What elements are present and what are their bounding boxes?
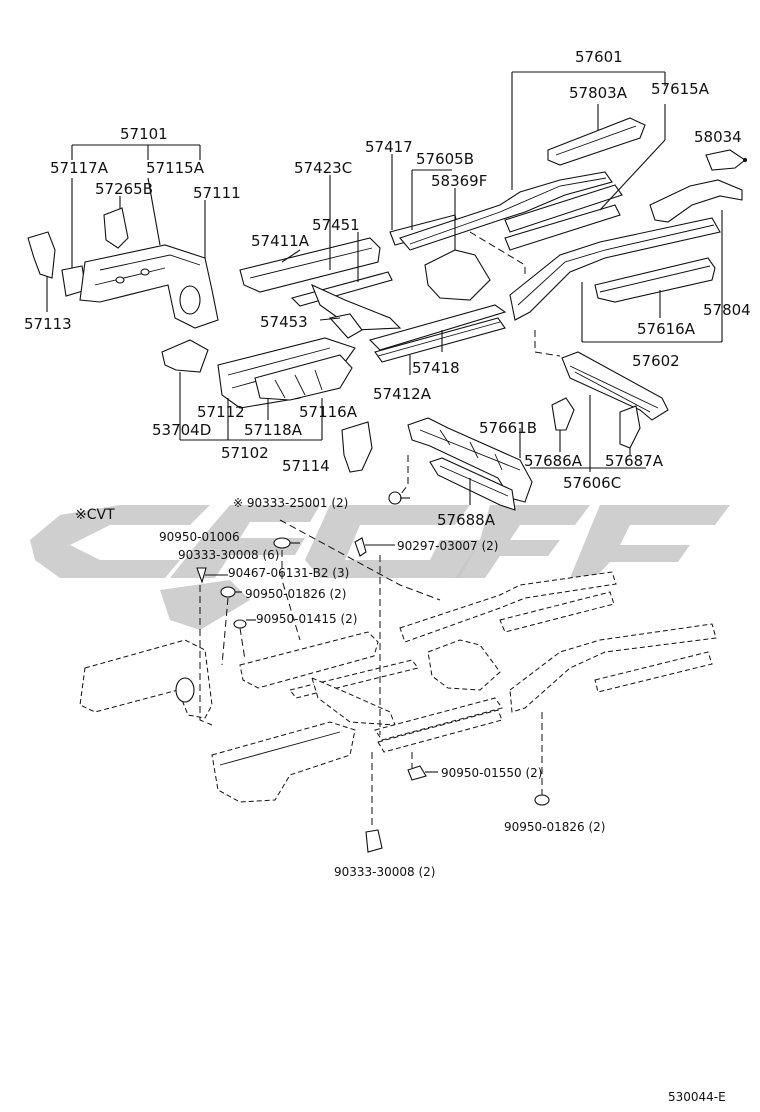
label-57616A[interactable]: 57616A — [637, 320, 696, 338]
group-57606C-parts — [530, 351, 669, 472]
label-57112[interactable]: 57112 — [197, 403, 245, 421]
label-57418[interactable]: 57418 — [412, 359, 460, 377]
label-57102[interactable]: 57102 — [221, 444, 269, 462]
label-90333-30008-2[interactable]: 90333-30008 (2) — [334, 865, 436, 879]
label-90950-01826-b[interactable]: 90950-01826 (2) — [504, 820, 606, 834]
label-57602[interactable]: 57602 — [632, 352, 680, 370]
label-53704D[interactable]: 53704D — [152, 421, 211, 439]
label-57117A[interactable]: 57117A — [50, 159, 109, 177]
label-57113[interactable]: 57113 — [24, 315, 72, 333]
label-90950-01415[interactable]: 90950-01415 (2) — [256, 612, 358, 626]
label-57412A[interactable]: 57412A — [373, 385, 432, 403]
group-57661B-parts — [399, 417, 533, 511]
label-90467-06131-B2[interactable]: 90467-06131-B2 (3) — [228, 566, 349, 580]
label-57417[interactable]: 57417 — [365, 138, 413, 156]
label-57661B[interactable]: 57661B — [479, 419, 537, 437]
label-57605B[interactable]: 57605B — [416, 150, 474, 168]
bottom-assembly — [79, 491, 717, 853]
group-57102-parts — [161, 337, 373, 473]
label-90950-01550[interactable]: 90950-01550 (2) — [441, 766, 543, 780]
label-57111[interactable]: 57111 — [193, 184, 241, 202]
label-90950-01826-a[interactable]: 90950-01826 (2) — [245, 587, 347, 601]
label-57411A[interactable]: 57411A — [251, 232, 310, 250]
label-57116A[interactable]: 57116A — [299, 403, 358, 421]
label-58034[interactable]: 58034 — [694, 128, 742, 146]
label-57686A[interactable]: 57686A — [524, 452, 583, 470]
label-57114[interactable]: 57114 — [282, 457, 330, 475]
label-57101[interactable]: 57101 — [120, 125, 168, 143]
label-57451[interactable]: 57451 — [312, 216, 360, 234]
label-57804[interactable]: 57804 — [703, 301, 751, 319]
label-57265B[interactable]: 57265B — [95, 180, 153, 198]
label-58369F[interactable]: 58369F — [431, 172, 487, 190]
diagram-reference: 530044-E — [668, 1090, 726, 1104]
label-57688A[interactable]: 57688A — [437, 511, 496, 529]
watermark — [30, 505, 730, 630]
label-57615A[interactable]: 57615A — [651, 80, 710, 98]
label-57453[interactable]: 57453 — [260, 313, 308, 331]
cvt-note: ※CVT — [75, 507, 115, 523]
label-57606C[interactable]: 57606C — [563, 474, 621, 492]
group-57101-parts — [27, 144, 219, 329]
label-90297-03007[interactable]: 90297-03007 (2) — [397, 539, 499, 553]
label-57601[interactable]: 57601 — [575, 48, 623, 66]
label-90950-01006[interactable]: 90950-01006 — [159, 530, 240, 544]
center-floor-parts — [239, 71, 747, 375]
label-57118A[interactable]: 57118A — [244, 421, 303, 439]
label-57803A[interactable]: 57803A — [569, 84, 628, 102]
label-57687A[interactable]: 57687A — [605, 452, 664, 470]
part-labels: 57601 57803A 57615A 58034 57101 57117A 5… — [24, 48, 751, 1104]
label-90333-30008-6[interactable]: 90333-30008 (6) — [178, 548, 280, 562]
label-57115A[interactable]: 57115A — [146, 159, 205, 177]
label-57423C[interactable]: 57423C — [294, 159, 352, 177]
label-90333-25001[interactable]: ※ 90333-25001 (2) — [233, 496, 348, 510]
